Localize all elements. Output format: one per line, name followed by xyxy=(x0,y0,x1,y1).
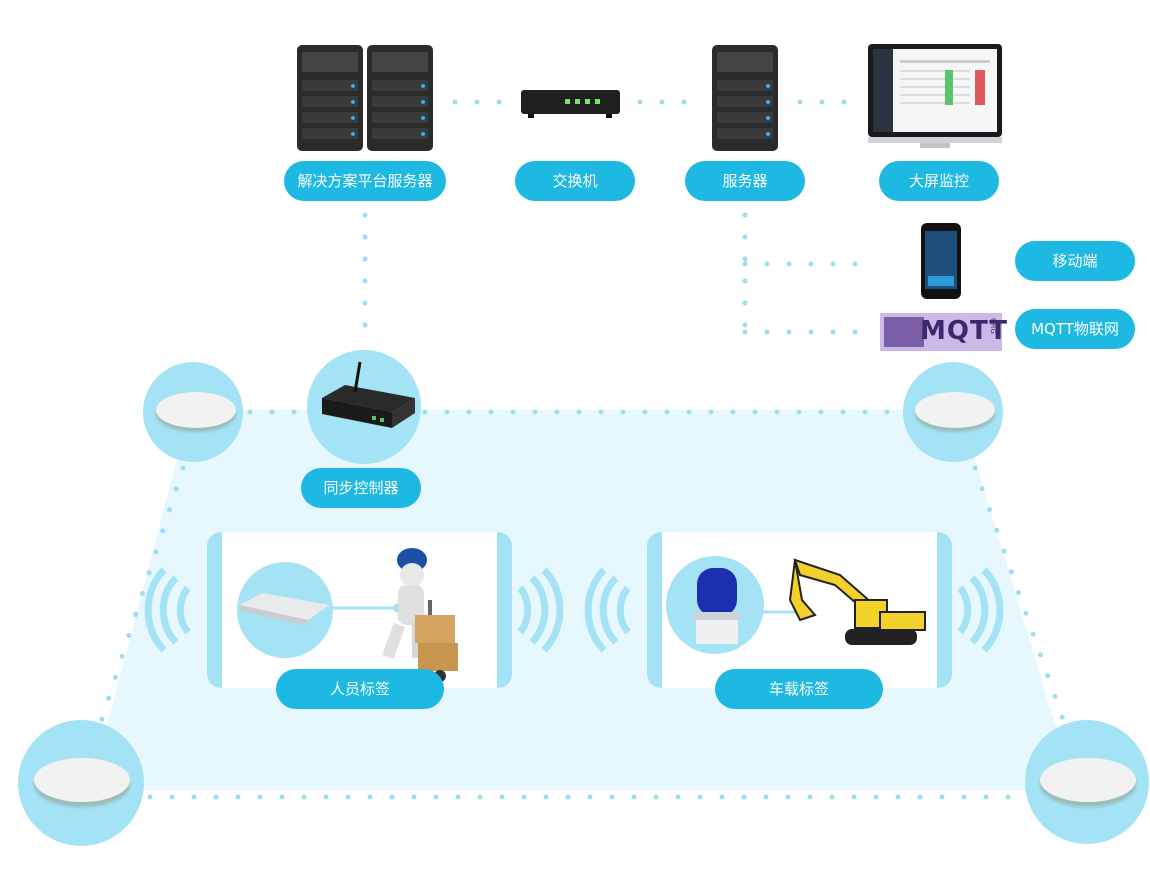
server-label: 服务器 xyxy=(685,161,805,201)
connection-lines xyxy=(97,99,1068,800)
anchor-device-icon xyxy=(1040,758,1136,802)
server-icon xyxy=(712,45,778,151)
signal-waves xyxy=(144,567,1004,653)
anchor-device-icon xyxy=(915,392,995,428)
person-tag-card-edge xyxy=(240,605,308,626)
vehicle-tag-label: 车载标签 xyxy=(715,669,883,709)
mobile-phone-icon xyxy=(921,223,961,299)
mobile-label: 移动端 xyxy=(1015,241,1135,281)
switch-icon xyxy=(521,90,620,118)
anchor-device-icon xyxy=(34,758,130,802)
mqtt-logo-mark xyxy=(884,317,924,347)
monitor-icon xyxy=(868,44,1002,148)
platform-server-icon xyxy=(297,45,433,151)
anchor-device-icon xyxy=(156,392,236,428)
mqtt-logo-suffix: ORG xyxy=(988,318,997,334)
worker-icon xyxy=(382,548,458,682)
sync-controller-device-icon xyxy=(322,361,415,428)
switch-label: 交换机 xyxy=(515,161,635,201)
mqtt-logo-text: MQTT xyxy=(920,316,1009,346)
big-screen-label: 大屏监控 xyxy=(879,161,999,201)
vehicle-beacon-icon xyxy=(694,568,740,644)
mqtt-label: MQTT物联网 xyxy=(1015,309,1135,349)
person-tag-label: 人员标签 xyxy=(276,669,444,709)
sync-controller-label: 同步控制器 xyxy=(301,468,421,508)
excavator-icon xyxy=(788,558,926,645)
person-tag-card-icon xyxy=(240,593,330,620)
platform-server-label: 解决方案平台服务器 xyxy=(284,161,446,201)
